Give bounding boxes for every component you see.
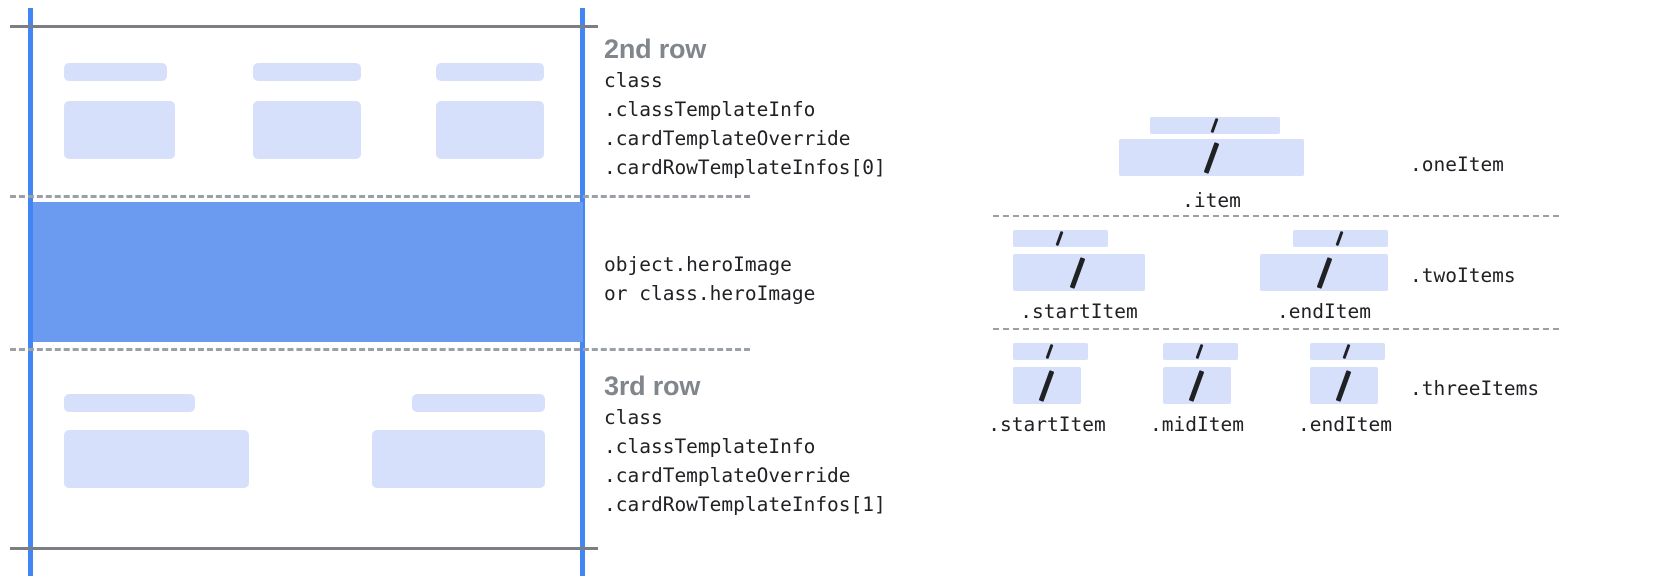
card-anatomy-diagram — [0, 0, 750, 584]
second-row-title: 2nd row — [604, 34, 707, 64]
second-row-code-line: class — [604, 69, 663, 92]
placeholder-label-bar — [64, 63, 167, 81]
item-label-bar — [1013, 230, 1108, 247]
placeholder-value-box — [64, 430, 249, 488]
hero-image-band — [33, 202, 583, 342]
row-divider-lower — [10, 348, 750, 351]
one-item-side-label: .oneItem — [1410, 153, 1504, 176]
card-top-border — [10, 25, 598, 28]
third-row-code-line: .cardTemplateOverride — [604, 464, 851, 487]
third-row-code-line: .classTemplateInfo — [604, 435, 816, 458]
two-items-end-label: .endItem — [1277, 300, 1371, 323]
item-group-divider-2 — [993, 328, 1559, 330]
item-value-bar — [1119, 139, 1304, 176]
slash-glyph — [1069, 257, 1086, 289]
second-row-code-line: .cardTemplateOverride — [604, 127, 851, 150]
placeholder-label-bar — [436, 63, 544, 81]
slash-glyph — [1316, 257, 1333, 289]
one-item-label: .item — [1182, 189, 1241, 212]
slash-glyph — [1335, 230, 1344, 247]
second-row-code-line: .cardRowTemplateInfos[0] — [604, 156, 886, 179]
item-label-bar — [1293, 230, 1388, 247]
slash-glyph — [1038, 370, 1055, 402]
item-layout-diagram: .item .oneItem .startItem .endItem .twoI… — [960, 0, 1676, 584]
item-label-bar — [1163, 343, 1238, 360]
item-group-divider-1 — [993, 215, 1559, 217]
placeholder-label-bar — [412, 394, 545, 412]
hero-image-code-line: or class.heroImage — [604, 282, 816, 305]
third-row-code-line: .cardRowTemplateInfos[1] — [604, 493, 886, 516]
placeholder-value-box — [253, 101, 361, 159]
placeholder-value-box — [436, 101, 544, 159]
item-value-bar — [1310, 367, 1378, 404]
three-items-side-label: .threeItems — [1410, 377, 1540, 400]
item-value-bar — [1260, 254, 1388, 291]
item-label-bar — [1310, 343, 1385, 360]
placeholder-label-bar — [253, 63, 361, 81]
card-bottom-border — [10, 547, 598, 550]
two-items-start-label: .startItem — [1020, 300, 1138, 323]
slash-glyph — [1195, 343, 1204, 360]
item-label-bar — [1013, 343, 1088, 360]
placeholder-value-box — [372, 430, 545, 488]
slash-glyph — [1045, 343, 1054, 360]
card-left-guide-line — [28, 8, 33, 576]
row-divider-upper — [10, 195, 750, 198]
slash-glyph — [1055, 230, 1064, 247]
slash-glyph — [1188, 370, 1205, 402]
third-row-annotation: 3rd row class .classTemplateInfo .cardTe… — [604, 369, 886, 519]
three-items-end-label: .endItem — [1298, 413, 1392, 436]
slash-glyph — [1342, 343, 1351, 360]
hero-image-annotation: object.heroImage or class.heroImage — [604, 250, 815, 308]
item-value-bar — [1013, 367, 1081, 404]
item-value-bar — [1163, 367, 1231, 404]
item-label-bar — [1150, 117, 1280, 134]
third-row-code-line: class — [604, 406, 663, 429]
item-value-bar — [1013, 254, 1145, 291]
placeholder-label-bar — [64, 394, 195, 412]
slash-glyph — [1203, 142, 1220, 174]
three-items-mid-label: .midItem — [1150, 413, 1244, 436]
slash-glyph — [1210, 117, 1219, 134]
placeholder-value-box — [64, 101, 175, 159]
slash-glyph — [1335, 370, 1352, 402]
two-items-side-label: .twoItems — [1410, 264, 1516, 287]
three-items-start-label: .startItem — [988, 413, 1106, 436]
second-row-annotation: 2nd row class .classTemplateInfo .cardTe… — [604, 32, 886, 182]
second-row-code-line: .classTemplateInfo — [604, 98, 816, 121]
hero-image-code-line: object.heroImage — [604, 253, 792, 276]
third-row-title: 3rd row — [604, 371, 701, 401]
